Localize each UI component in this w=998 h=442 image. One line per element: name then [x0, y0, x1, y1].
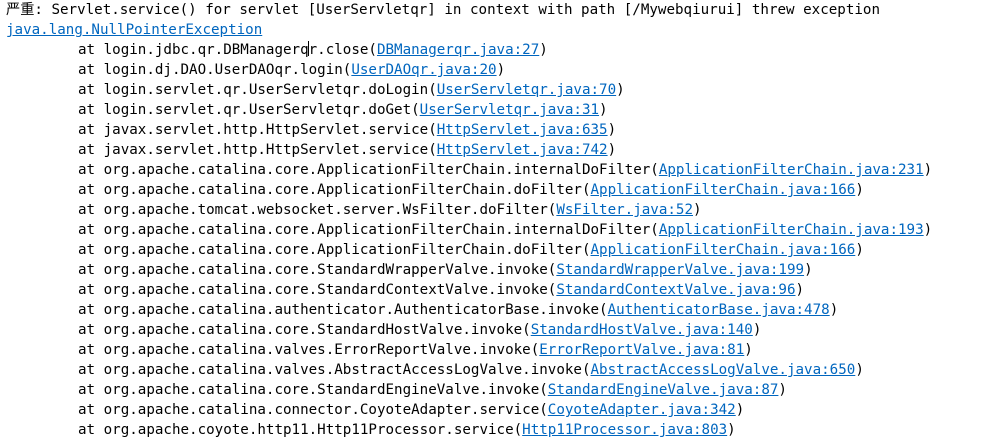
stack-frame: at org.apache.coyote.http11.Http11Proces… [78, 422, 736, 438]
frame-source-link[interactable]: CoyoteAdapter.java:342 [547, 402, 736, 418]
frame-source-link[interactable]: UserDAOqr.java:20 [351, 62, 497, 78]
stack-frame: at org.apache.catalina.core.StandardHost… [78, 322, 762, 338]
stack-frame: at login.servlet.qr.UserServletqr.doGet(… [78, 102, 608, 118]
frame-prefix: at [78, 342, 104, 358]
frame-source-link[interactable]: AuthenticatorBase.java:478 [607, 302, 830, 318]
stack-frame: at login.servlet.qr.UserServletqr.doLogi… [78, 82, 625, 98]
exception-line: java.lang.NullPointerException [6, 20, 262, 40]
frame-source-link[interactable]: WsFilter.java:52 [556, 202, 694, 218]
frame-prefix: at [78, 302, 104, 318]
stack-frame: at javax.servlet.http.HttpServlet.servic… [78, 142, 617, 158]
frame-method: org.apache.coyote.http11.Http11Processor… [103, 422, 514, 438]
frame-method: org.apache.catalina.connector.CoyoteAdap… [103, 402, 540, 418]
frame-method: javax.servlet.http.HttpServlet.service [103, 142, 429, 158]
frame-source-link[interactable]: ErrorReportValve.java:81 [539, 342, 745, 358]
frame-method: org.apache.catalina.authenticator.Authen… [103, 302, 600, 318]
stack-frame: at org.apache.catalina.core.ApplicationF… [78, 162, 933, 178]
stack-frame: at login.dj.DAO.UserDAOqr.login(UserDAOq… [78, 62, 506, 78]
frame-source-link[interactable]: StandardHostValve.java:140 [530, 322, 753, 338]
frame-prefix: at [78, 182, 104, 198]
frame-method: login.servlet.qr.UserServletqr.doGet [103, 102, 412, 118]
frame-method: login.jdbc.qr.DBManagerqr.close [103, 41, 369, 58]
stack-frame: at org.apache.catalina.core.StandardCont… [78, 282, 805, 298]
frame-prefix: at [78, 362, 104, 378]
stack-frame: at org.apache.catalina.core.ApplicationF… [78, 242, 864, 258]
stack-frame: at org.apache.catalina.core.StandardWrap… [78, 262, 813, 278]
frame-method: org.apache.catalina.valves.AbstractAcces… [103, 362, 582, 378]
frame-prefix: at [78, 242, 104, 258]
frame-prefix: at [78, 222, 104, 238]
frame-method: org.apache.tomcat.websocket.server.WsFil… [103, 202, 548, 218]
frame-prefix: at [78, 402, 104, 418]
stack-frame: at org.apache.catalina.core.ApplicationF… [78, 182, 864, 198]
stack-frame: at login.jdbc.qr.DBManagerqr.close(DBMan… [78, 41, 548, 58]
stack-frame: at org.apache.catalina.core.StandardEngi… [78, 382, 787, 398]
frame-source-link[interactable]: HttpServlet.java:742 [436, 142, 608, 158]
frame-prefix: at [78, 202, 104, 218]
frame-method: org.apache.catalina.core.StandardEngineV… [103, 382, 540, 398]
frame-prefix: at [78, 122, 104, 138]
stack-frame: at org.apache.catalina.valves.AbstractAc… [78, 362, 864, 378]
frame-source-link[interactable]: DBManagerqr.java:27 [376, 42, 540, 58]
frame-source-link[interactable]: ApplicationFilterChain.java:166 [590, 242, 856, 258]
frame-source-link[interactable]: AbstractAccessLogValve.java:650 [590, 362, 856, 378]
frame-method: org.apache.catalina.core.ApplicationFilt… [103, 242, 582, 258]
frame-source-link[interactable]: StandardEngineValve.java:87 [547, 382, 779, 398]
frame-method: org.apache.catalina.core.ApplicationFilt… [103, 162, 651, 178]
frame-method: org.apache.catalina.core.StandardWrapper… [103, 262, 548, 278]
frame-prefix: at [78, 382, 104, 398]
frame-method: javax.servlet.http.HttpServlet.service [103, 122, 429, 138]
frame-prefix: at [78, 322, 104, 338]
stack-frame: at javax.servlet.http.HttpServlet.servic… [78, 122, 617, 138]
frame-source-link[interactable]: StandardContextValve.java:96 [556, 282, 796, 298]
frame-source-link[interactable]: HttpServlet.java:635 [436, 122, 608, 138]
frame-prefix: at [78, 282, 104, 298]
stack-frame: at org.apache.catalina.valves.ErrorRepor… [78, 342, 753, 358]
frame-method: login.servlet.qr.UserServletqr.doLogin [103, 82, 429, 98]
stack-frame: at org.apache.catalina.authenticator.Aut… [78, 302, 839, 318]
frame-method: org.apache.catalina.core.ApplicationFilt… [103, 182, 582, 198]
frame-prefix: at [78, 82, 104, 98]
frame-method: org.apache.catalina.core.ApplicationFilt… [103, 222, 651, 238]
stack-frame: at org.apache.catalina.connector.CoyoteA… [78, 402, 745, 418]
frame-method: org.apache.catalina.valves.ErrorReportVa… [103, 342, 531, 358]
stack-frame: at org.apache.tomcat.websocket.server.Ws… [78, 202, 702, 218]
frame-source-link[interactable]: ApplicationFilterChain.java:193 [658, 222, 924, 238]
frame-source-link[interactable]: UserServletqr.java:31 [419, 102, 600, 118]
frame-source-link[interactable]: ApplicationFilterChain.java:166 [590, 182, 856, 198]
exception-link[interactable]: java.lang.NullPointerException [6, 22, 263, 38]
frame-prefix: at [78, 142, 104, 158]
frame-method: org.apache.catalina.core.StandardHostVal… [103, 322, 523, 338]
frame-prefix: at [78, 62, 104, 78]
frame-prefix: at [78, 422, 104, 438]
frame-source-link[interactable]: Http11Processor.java:803 [522, 422, 728, 438]
frame-method: login.dj.DAO.UserDAOqr.login [103, 62, 343, 78]
frame-prefix: at [78, 42, 104, 58]
stack-frame: at org.apache.catalina.core.ApplicationF… [78, 222, 933, 238]
frame-prefix: at [78, 162, 104, 178]
frame-source-link[interactable]: UserServletqr.java:70 [436, 82, 617, 98]
frame-source-link[interactable]: ApplicationFilterChain.java:231 [658, 162, 924, 178]
frame-source-link[interactable]: StandardWrapperValve.java:199 [556, 262, 805, 278]
frame-method: org.apache.catalina.core.StandardContext… [103, 282, 548, 298]
frame-prefix: at [78, 262, 104, 278]
log-header: 严重: Servlet.service() for servlet [UserS… [6, 2, 880, 18]
text-cursor [307, 41, 309, 56]
frame-prefix: at [78, 102, 104, 118]
